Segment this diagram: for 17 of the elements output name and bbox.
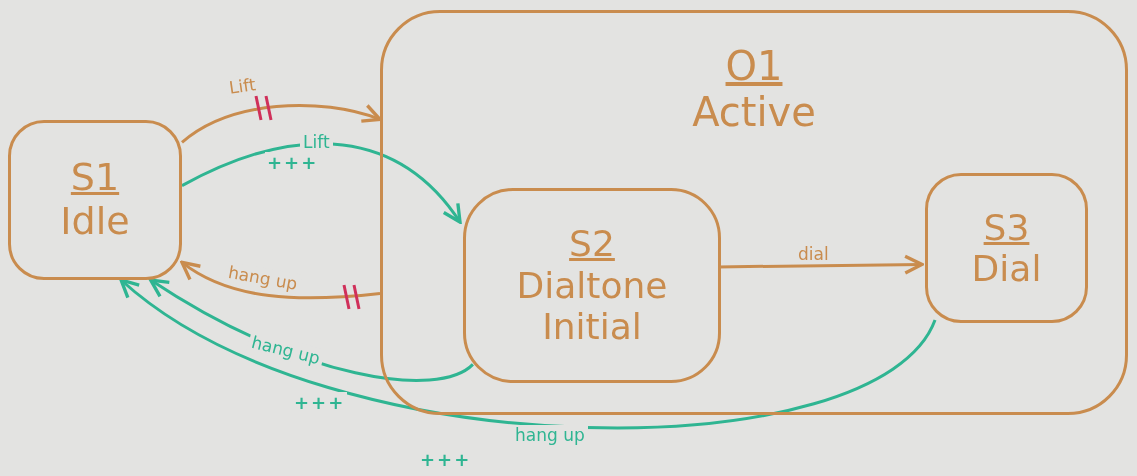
- transition-arrow: [180, 260, 381, 300]
- state-name: Dial: [971, 248, 1042, 290]
- state-box: [925, 173, 1088, 323]
- state-id: S3: [983, 206, 1030, 248]
- state-box: [463, 188, 721, 383]
- superstate-box: [380, 10, 1128, 415]
- state-name: Active: [692, 89, 816, 135]
- transition-arrow: [119, 278, 937, 429]
- state-box: [8, 120, 182, 280]
- state-id: S2: [569, 223, 615, 265]
- transition-arrow: [718, 254, 924, 275]
- state-name: Dialtone Initial: [515, 264, 669, 348]
- transition-arrow: [181, 104, 382, 144]
- state-id: S1: [70, 156, 120, 200]
- transition-arrow: [181, 142, 462, 224]
- state-name: Idle: [60, 200, 130, 244]
- state-id: O1: [725, 43, 783, 89]
